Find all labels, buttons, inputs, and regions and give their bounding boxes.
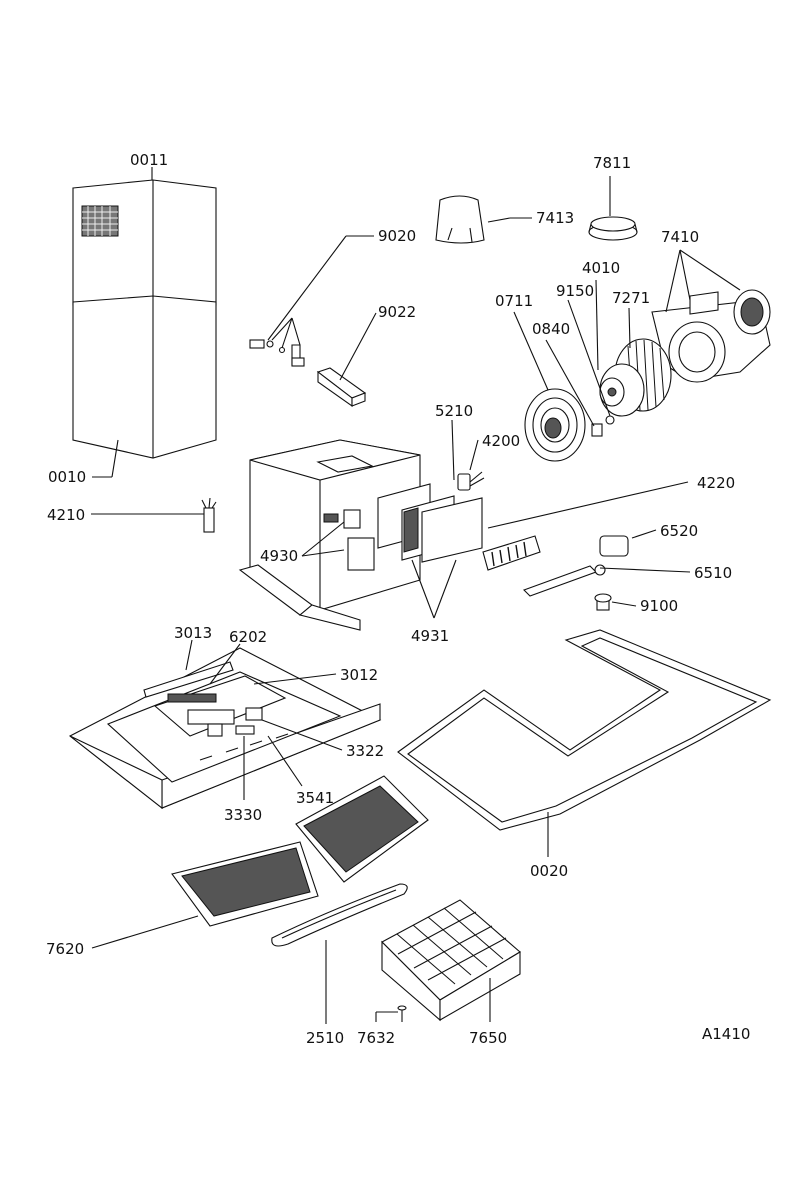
label-3013: 3013 <box>174 624 212 642</box>
chimney-cover-drawing <box>72 179 217 459</box>
label-7410: 7410 <box>661 228 699 246</box>
fastener-0840-drawing <box>591 415 615 437</box>
label-5210: 5210 <box>435 402 473 420</box>
label-7620: 7620 <box>46 940 84 958</box>
filter-7620-drawing <box>171 775 429 927</box>
label-9100: 9100 <box>640 597 678 615</box>
hood-canopy-drawing <box>68 647 382 810</box>
label-6202: 6202 <box>229 628 267 646</box>
label-0011: 0011 <box>130 151 168 169</box>
rail-9022-drawing <box>316 367 367 408</box>
lamp-6510-drawing <box>523 535 629 611</box>
label-7650: 7650 <box>469 1029 507 1047</box>
part-4210-drawing <box>201 497 217 533</box>
frame-0020-drawing <box>397 629 772 831</box>
label-3541: 3541 <box>296 789 334 807</box>
label-3322: 3322 <box>346 742 384 760</box>
label-9022: 9022 <box>378 303 416 321</box>
label-4210: 4210 <box>47 506 85 524</box>
label-4930: 4930 <box>260 547 298 565</box>
label-0010: 0010 <box>48 468 86 486</box>
screw-7632-drawing <box>397 1005 407 1022</box>
label-4931: 4931 <box>411 627 449 645</box>
label-0711: 0711 <box>495 292 533 310</box>
terminal-4220-drawing <box>482 535 541 571</box>
cap-7811-drawing <box>588 216 638 241</box>
electrical-box-drawing <box>238 439 421 631</box>
motor-7271-drawing <box>599 338 672 417</box>
label-7811: 7811 <box>593 154 631 172</box>
label-7413: 7413 <box>536 209 574 227</box>
gasket-2510-drawing <box>271 883 408 947</box>
blower-7410-drawing <box>651 289 771 383</box>
label-3330: 3330 <box>224 806 262 824</box>
part-labels: 0011 0010 4210 9020 9022 7413 7811 7410 … <box>46 151 750 1047</box>
label-4200: 4200 <box>482 432 520 450</box>
leader-lines <box>91 167 741 1024</box>
label-7632: 7632 <box>357 1029 395 1047</box>
label-2510: 2510 <box>306 1029 344 1047</box>
label-0840: 0840 <box>532 320 570 338</box>
label-4220: 4220 <box>697 474 735 492</box>
capacitor-4200-drawing <box>457 471 485 491</box>
drawing-reference: A1410 <box>702 1025 750 1043</box>
label-6510: 6510 <box>694 564 732 582</box>
label-3012: 3012 <box>340 666 378 684</box>
label-7271: 7271 <box>612 289 650 307</box>
carbon-filter-7650-drawing <box>381 899 521 1022</box>
grille-0711-drawing <box>524 388 586 462</box>
boards-4931-drawing <box>377 483 483 563</box>
bracket-9020-drawing <box>249 339 305 367</box>
collar-7413-drawing <box>435 195 485 244</box>
label-4010: 4010 <box>582 259 620 277</box>
label-9150: 9150 <box>556 282 594 300</box>
label-6520: 6520 <box>660 522 698 540</box>
label-9020: 9020 <box>378 227 416 245</box>
label-0020: 0020 <box>530 862 568 880</box>
